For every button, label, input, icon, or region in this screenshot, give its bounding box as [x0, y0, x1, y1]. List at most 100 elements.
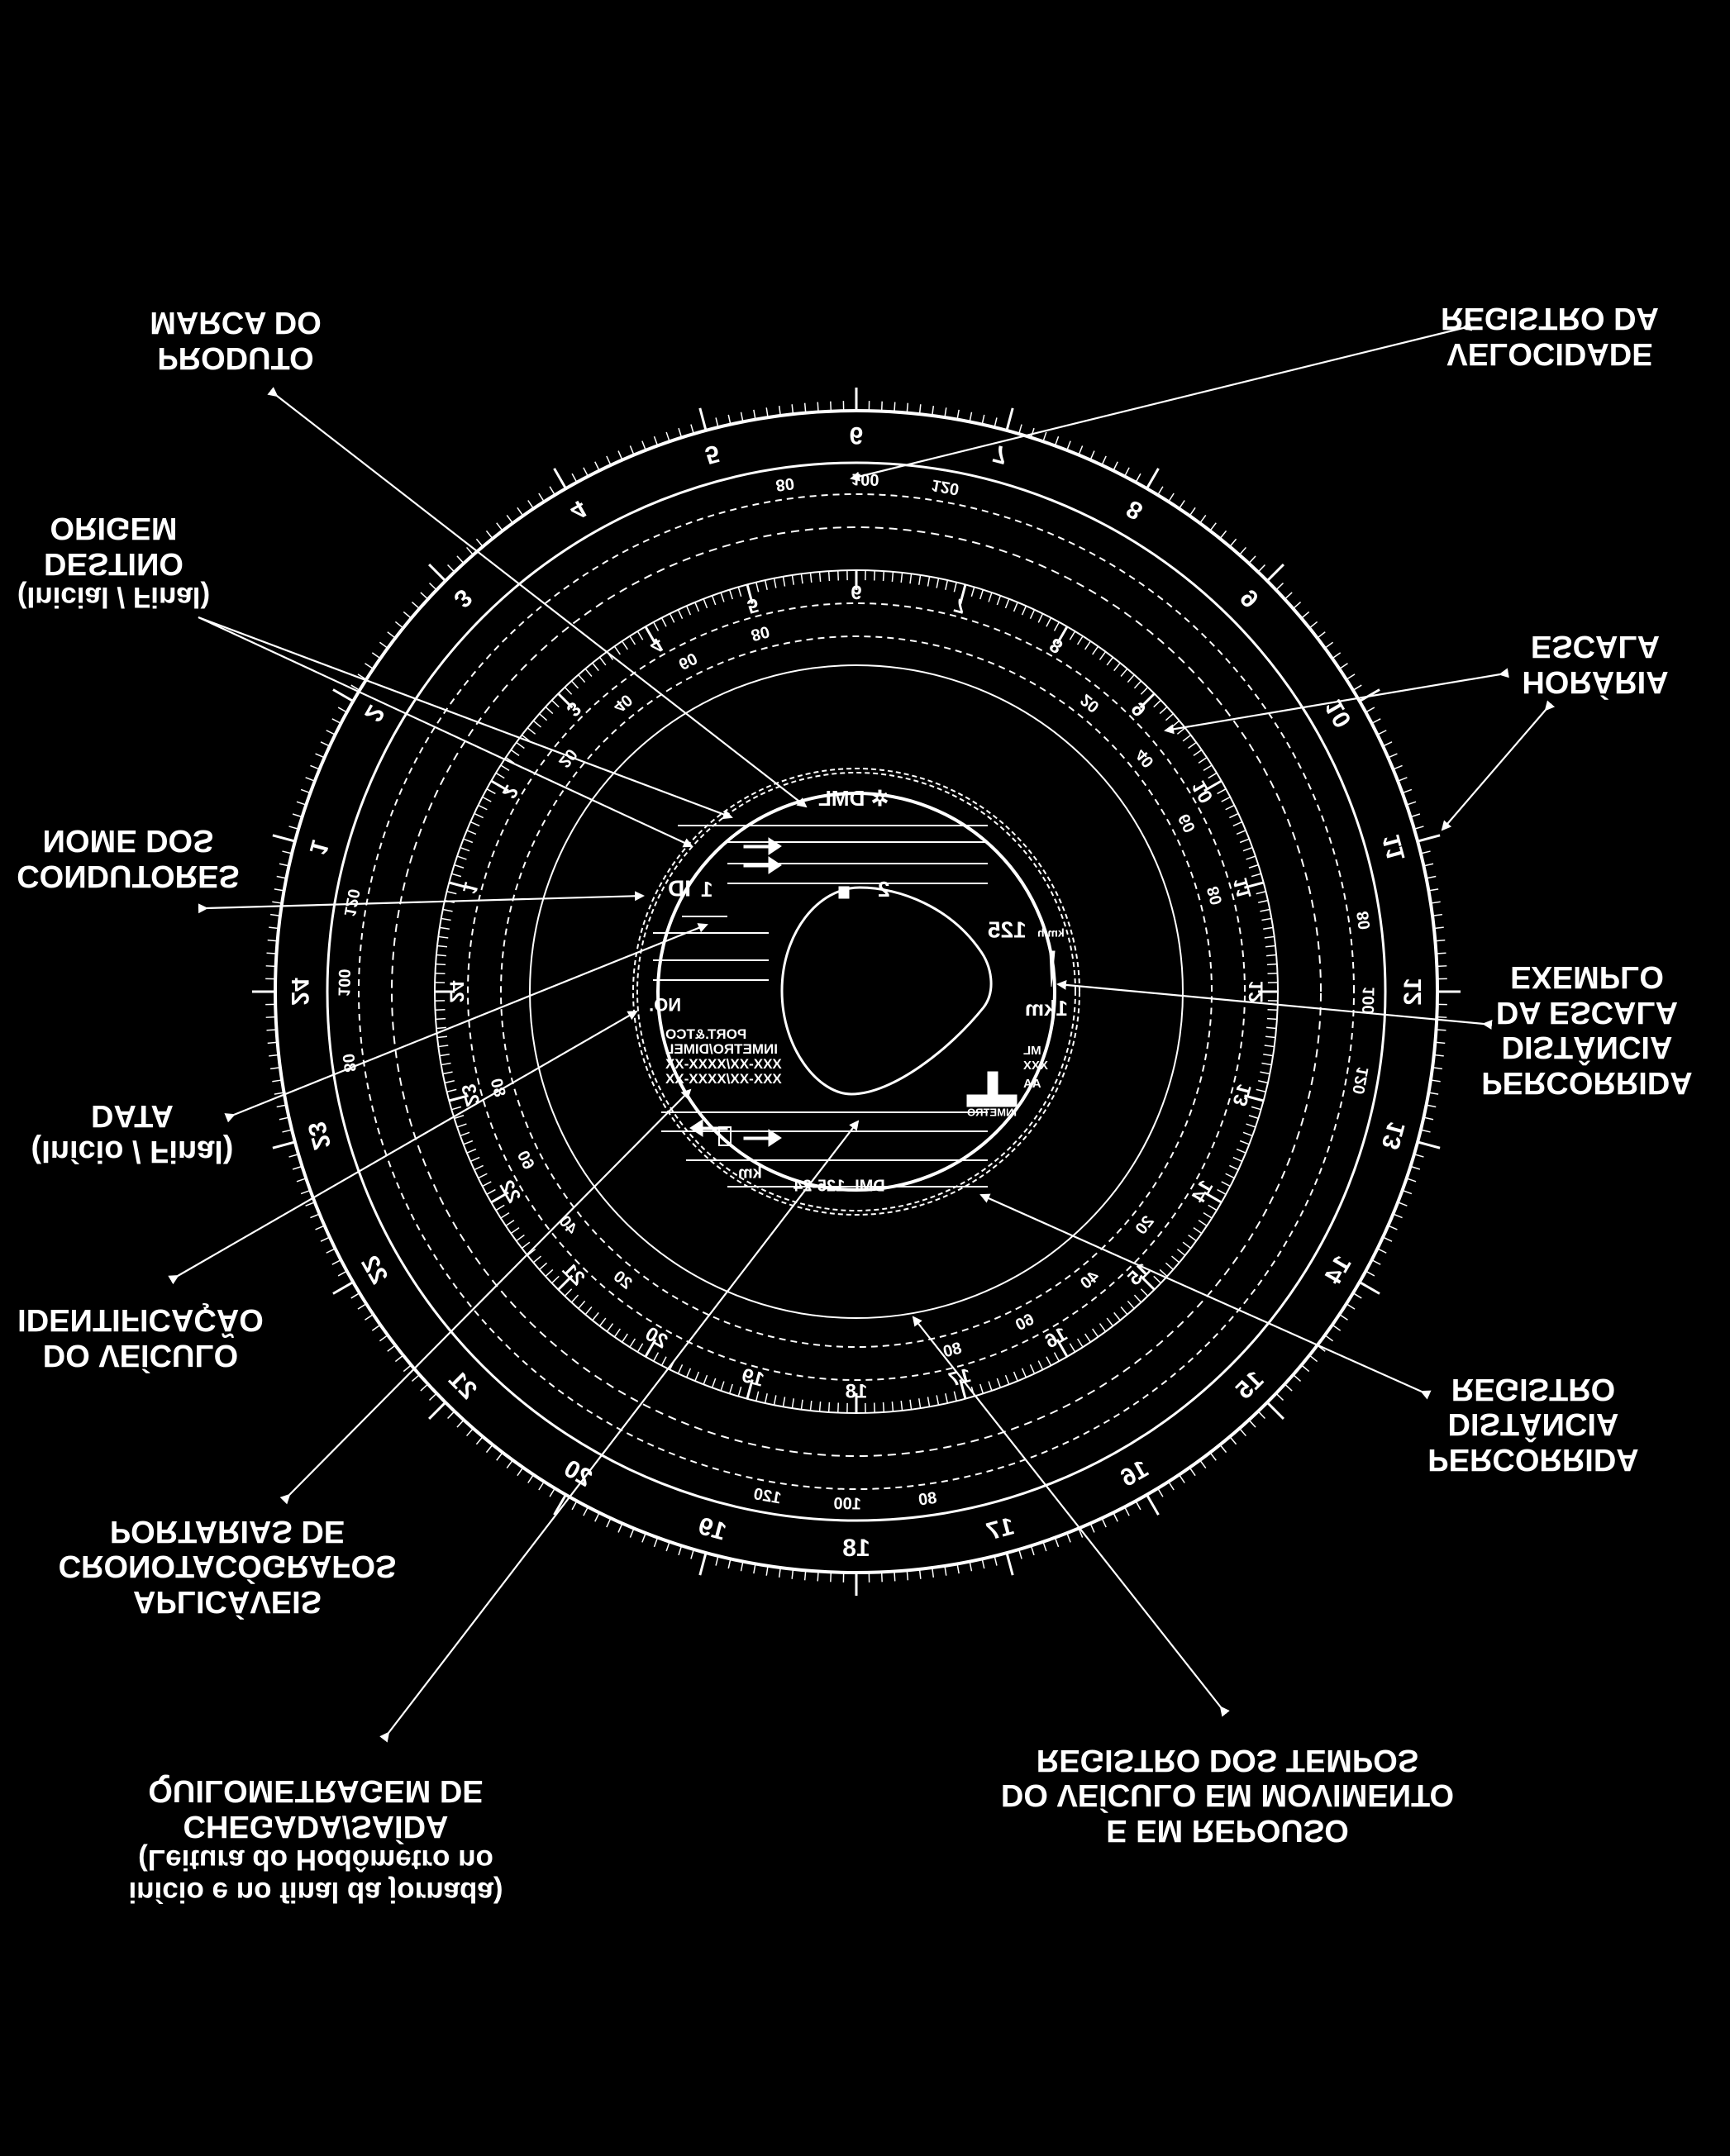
- scale-tick: [1208, 1204, 1218, 1211]
- scale-tick: [1069, 631, 1076, 640]
- callout-data-line-1: DATA: [91, 1098, 174, 1134]
- scale-tick: [1135, 1500, 1141, 1511]
- leader-quilometragem: [379, 1120, 860, 1743]
- callout-condutores-line-1: NOME DOS: [42, 823, 214, 859]
- scale-tick: [571, 473, 578, 483]
- scale-tick: [1133, 680, 1142, 689]
- scale-tick: [1365, 1270, 1375, 1277]
- scale-tick: [1266, 1402, 1284, 1420]
- scale-tick: [617, 450, 623, 460]
- scale-tick: [809, 1400, 813, 1411]
- scale-tick: [532, 720, 541, 728]
- scale-tick: [549, 1487, 555, 1497]
- scale-tick: [1417, 1140, 1441, 1149]
- scale-tick: [350, 1292, 360, 1299]
- scale-tick: [442, 908, 453, 912]
- hour-scale-labels: 1817161514131211109876543212423222120191…: [286, 421, 1427, 1562]
- callout-registro-distancia: PERCORRIDA DISTÂNCIA REGISTRO: [1397, 1371, 1670, 1477]
- scale-tick: [442, 1071, 453, 1075]
- scale-tick: [1435, 1041, 1446, 1045]
- scale-tick: [1432, 913, 1442, 916]
- scale-tick: [636, 631, 644, 640]
- hour-label: 22: [355, 1251, 393, 1288]
- scale-tick: [803, 402, 807, 413]
- scale-tick: [728, 1383, 733, 1394]
- leader-marca-produto: [267, 387, 808, 808]
- speed-label: 80: [749, 622, 771, 645]
- scale-tick: [1037, 613, 1044, 623]
- hour-label: 12: [1245, 981, 1267, 1003]
- scale-tick: [1037, 1360, 1044, 1370]
- scale-tick: [894, 1571, 896, 1582]
- scale-tick: [1219, 530, 1227, 540]
- scale-tick: [665, 431, 670, 442]
- scale-tick: [988, 592, 993, 602]
- scale-tick: [782, 576, 786, 587]
- scale-tick: [1209, 1452, 1217, 1461]
- scale-tick: [953, 1391, 957, 1402]
- speed-label: 40: [610, 690, 636, 716]
- scale-tick: [1430, 901, 1441, 904]
- scale-tick: [578, 674, 586, 683]
- callout-origem-line-3: (Inicial / Final): [17, 581, 211, 613]
- callout-portarias-line-1: PORTARIAS DE: [109, 1513, 346, 1549]
- scale-tick: [1244, 881, 1265, 889]
- scale-tick: [653, 1537, 659, 1548]
- scale-tick: [1029, 1364, 1036, 1374]
- scale-tick: [1178, 1474, 1185, 1483]
- scale-tick: [1308, 621, 1318, 629]
- callout-data: (Início / Final) DATA: [0, 1098, 265, 1168]
- callout-origem-line-1: ORIGEM: [50, 511, 178, 546]
- scale-tick: [711, 595, 717, 606]
- scale-tick: [1229, 1436, 1237, 1445]
- hour-label: 11: [1377, 831, 1410, 864]
- speed-label: 120: [1350, 1065, 1372, 1096]
- scale-tick: [1013, 1371, 1018, 1382]
- scale-tick: [1266, 1026, 1277, 1030]
- scale-tick: [1258, 1080, 1269, 1084]
- callout-condutores-line-2: CONDUTORES: [17, 859, 240, 893]
- scale-tick: [500, 1211, 510, 1219]
- scale-tick: [906, 402, 909, 413]
- scale-tick: [979, 1383, 984, 1394]
- scale-tick: [1066, 440, 1071, 451]
- scale-tick: [1266, 954, 1277, 957]
- scale-tick: [466, 1148, 477, 1154]
- scale-tick: [764, 1393, 768, 1404]
- scale-tick: [959, 583, 967, 604]
- scale-tick: [1199, 1459, 1207, 1469]
- scale-tick: [653, 435, 659, 446]
- scale-tick: [782, 1397, 786, 1407]
- scale-tick: [527, 1474, 535, 1483]
- scale-tick: [394, 621, 404, 629]
- hour-label: 4: [565, 494, 591, 525]
- scale-tick: [1382, 741, 1393, 747]
- callout-registro-distancia-line-1: REGISTRO: [1451, 1371, 1616, 1406]
- scale-tick: [564, 687, 573, 695]
- scale-tick: [677, 1364, 684, 1374]
- speed-label: 120: [930, 475, 960, 497]
- scale-tick: [553, 468, 567, 489]
- center-hole: [780, 886, 993, 1096]
- scale-tick: [827, 1402, 831, 1412]
- scale-tick: [451, 873, 462, 878]
- scale-tick: [496, 522, 503, 531]
- scale-tick: [606, 455, 612, 466]
- scale-tick: [1069, 1343, 1076, 1353]
- scale-tick: [809, 572, 813, 583]
- leader-data: [224, 923, 708, 1123]
- scale-tick: [1332, 1324, 1342, 1331]
- disc-ring: [326, 461, 1387, 1522]
- callout-quilometragem-line-3: (Leitura do Hodômetro no: [138, 1843, 493, 1876]
- callout-portarias: APLICÁVEIS CRONOTACÓGRAFOS PORTARIAS DE: [33, 1513, 422, 1619]
- scale-tick: [446, 1088, 457, 1092]
- scale-tick: [1203, 779, 1222, 792]
- scale-tick: [1229, 812, 1239, 819]
- scale-tick: [1004, 598, 1010, 609]
- scale-tick: [1388, 1225, 1398, 1230]
- scale-tick: [1410, 1165, 1421, 1170]
- scale-tick: [1178, 500, 1185, 509]
- scale-tick: [755, 1391, 760, 1402]
- disc-ring: [391, 526, 1322, 1457]
